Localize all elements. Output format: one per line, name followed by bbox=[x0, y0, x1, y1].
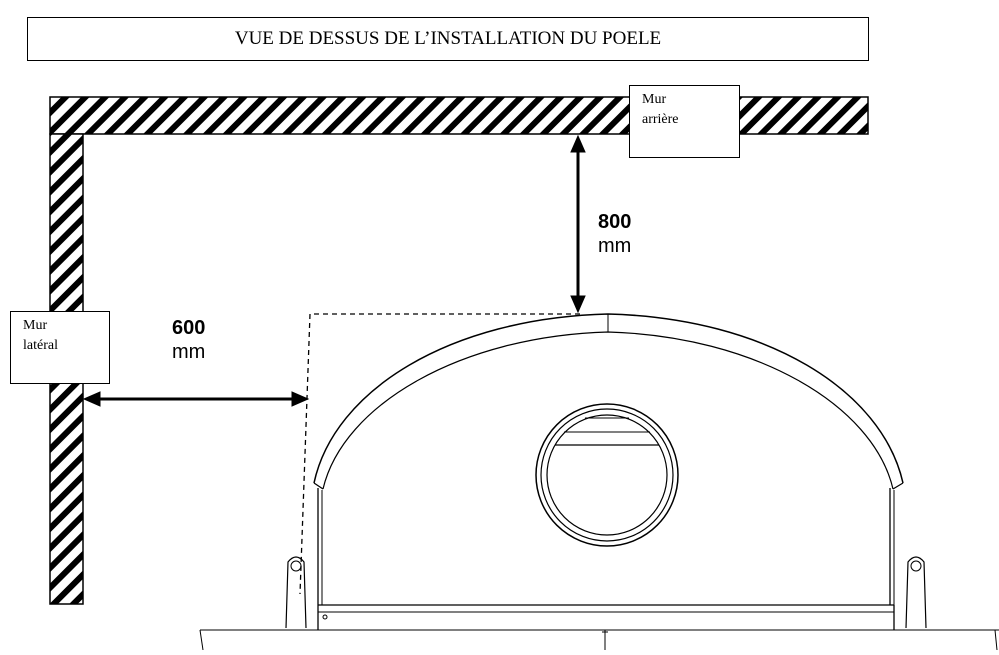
side-clearance-unit: mm bbox=[172, 341, 206, 363]
rear-clearance-arrow bbox=[570, 134, 586, 314]
stove-dome-inner bbox=[322, 331, 894, 490]
side-clearance-arrow bbox=[82, 391, 310, 407]
rear-wall-label: Mur arrière bbox=[629, 85, 740, 158]
rear-clearance-unit: mm bbox=[598, 235, 632, 257]
rear-clearance-value: 800 bbox=[598, 211, 632, 233]
diagram-title: VUE DE DESSUS DE L’INSTALLATION DU POELE bbox=[27, 17, 869, 61]
side-wall-label: Mur latéral bbox=[10, 311, 110, 384]
flue-inner bbox=[546, 414, 668, 536]
rear-clearance-label: 800 mm bbox=[598, 210, 631, 258]
clearance-outline bbox=[299, 313, 580, 595]
side-clearance-label: 600 mm bbox=[172, 316, 205, 364]
flue-outer bbox=[535, 403, 679, 547]
rear-wall bbox=[49, 96, 869, 135]
stove bbox=[199, 313, 999, 651]
stove-dome-outer bbox=[313, 313, 904, 484]
side-clearance-value: 600 bbox=[172, 317, 206, 339]
